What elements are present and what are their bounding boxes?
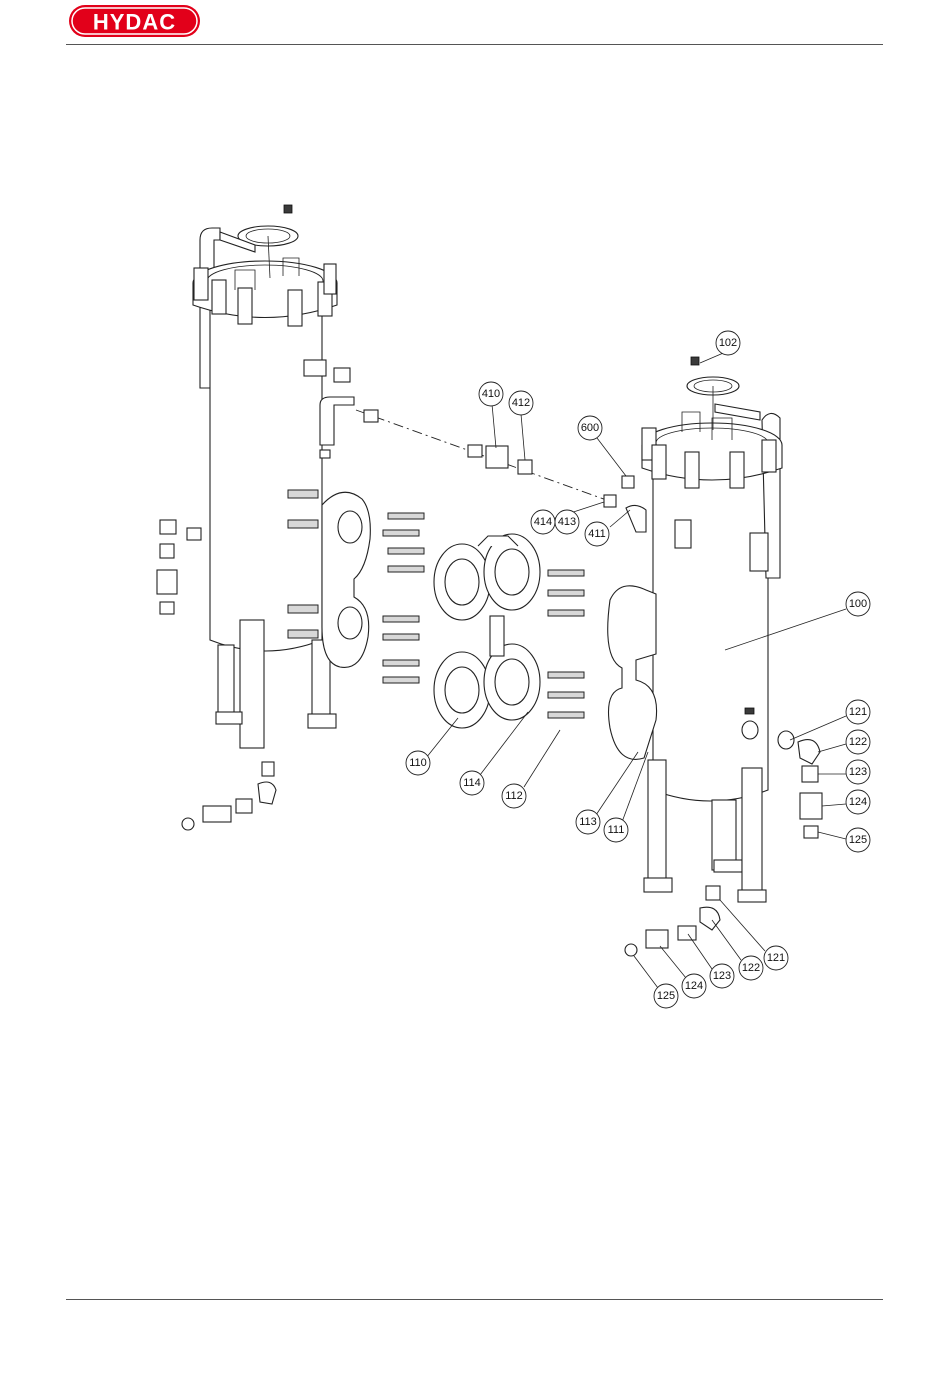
callout-label: 121 <box>849 706 867 718</box>
callout-121-right: 121 <box>846 700 870 724</box>
callout-413: 413 <box>555 510 579 534</box>
callout-102: 102 <box>716 331 740 355</box>
callout-112: 112 <box>502 784 526 808</box>
callout-123-right: 123 <box>846 760 870 784</box>
callout-410: 410 <box>479 382 503 406</box>
callout-label: 121 <box>767 952 785 964</box>
callout-113: 113 <box>576 810 600 834</box>
callout-label: 110 <box>409 757 427 769</box>
callout-label: 125 <box>849 834 867 846</box>
callout-label: 122 <box>849 736 867 748</box>
callout-label: 114 <box>463 777 481 789</box>
callout-114: 114 <box>460 771 484 795</box>
callout-111: 111 <box>604 818 628 842</box>
footer-rule <box>66 1299 883 1300</box>
callout-411: 411 <box>585 522 609 546</box>
callout-label: 410 <box>482 388 500 400</box>
callout-label: 123 <box>849 766 867 778</box>
callout-label: 125 <box>657 990 675 1002</box>
callout-121-bottom: 121 <box>764 946 788 970</box>
callout-600: 600 <box>578 416 602 440</box>
callout-label: 412 <box>512 397 530 409</box>
callout-100: 100 <box>846 592 870 616</box>
callout-label: 124 <box>849 796 867 808</box>
left-filter-housing <box>157 205 337 830</box>
callout-label: 122 <box>742 962 760 974</box>
callout-label: 102 <box>719 337 737 349</box>
callout-123-bottom: 123 <box>710 964 734 988</box>
callout-414: 414 <box>531 510 555 534</box>
callout-label: 123 <box>713 970 731 982</box>
callout-label: 600 <box>581 422 599 434</box>
callout-label: 411 <box>588 528 606 540</box>
callout-122-bottom: 122 <box>739 956 763 980</box>
callout-125-right: 125 <box>846 828 870 852</box>
callout-124-bottom: 124 <box>682 974 706 998</box>
callout-122-right: 122 <box>846 730 870 754</box>
right-filter-housing <box>625 357 822 956</box>
upper-valve-block <box>434 534 540 620</box>
left-flange-plate <box>322 492 370 667</box>
callout-label: 414 <box>534 516 552 528</box>
callout-label: 113 <box>579 816 597 828</box>
callout-125-bottom: 125 <box>654 984 678 1008</box>
callout-124-right: 124 <box>846 790 870 814</box>
callout-label: 413 <box>558 516 576 528</box>
right-flange-plate <box>608 586 657 760</box>
callout-label: 112 <box>505 790 523 802</box>
callout-110: 110 <box>406 751 430 775</box>
callout-412: 412 <box>509 391 533 415</box>
callout-label: 100 <box>849 598 867 610</box>
callout-label: 111 <box>608 824 625 836</box>
callout-label: 124 <box>685 980 703 992</box>
lower-valve-block <box>434 616 540 728</box>
